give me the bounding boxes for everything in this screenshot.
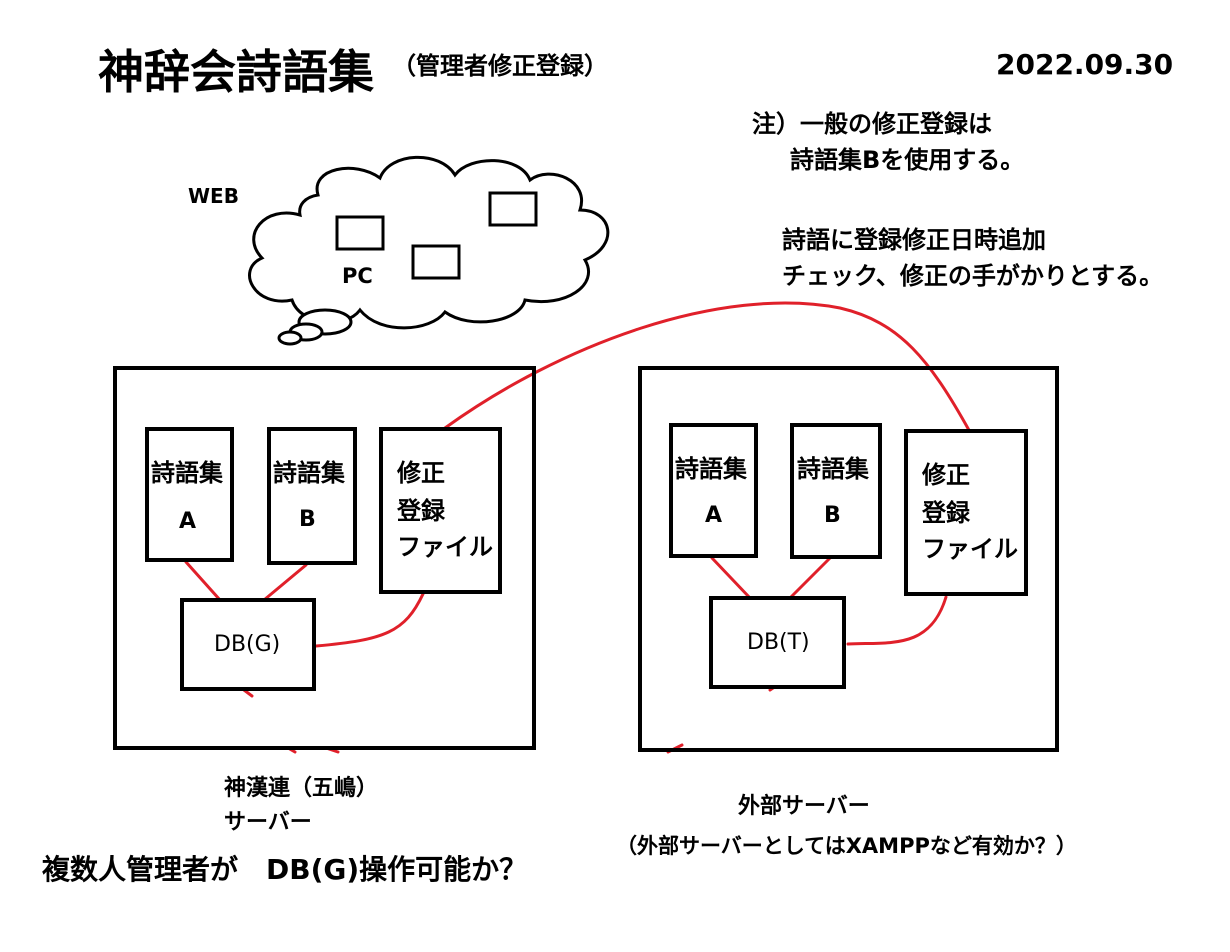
server-t-fix-file-line2: 登録 (922, 499, 970, 527)
link-fix-to-dbt (846, 595, 948, 646)
server-g-shigo-a-line2: A (179, 509, 197, 534)
server-t-fix-file-line1: 修正 (922, 461, 970, 489)
server-g-fix-file: 修正 登録 ファイル (379, 427, 502, 594)
server-g-caption-1: 神漢連（五嶋） (224, 776, 379, 801)
server-t-box (638, 366, 1059, 752)
server-t-db-label: DB(T) (747, 630, 810, 655)
server-t-shigo-b-line2: B (824, 503, 841, 528)
server-g-fix-file-line1: 修正 (397, 459, 445, 487)
page-title: 神辞会詩語集 (98, 45, 374, 99)
server-g-shigo-b-line2: B (299, 507, 316, 532)
server-t-db: DB(T) (709, 596, 846, 689)
link-b-to-dbt (788, 556, 832, 600)
server-t-shigo-b-line1: 詩語集 (797, 455, 869, 483)
link-fix-g-to-fix-t (443, 301, 972, 434)
server-g-shigo-b-line1: 詩語集 (273, 459, 345, 487)
pc-screen-icon-1 (335, 215, 385, 251)
server-g-db: DB(G) (180, 598, 316, 691)
server-t-caption-2: （外部サーバーとしてはXAMPPなど有効か？） (616, 834, 1077, 858)
server-t-fix-file: 修正 登録 ファイル (904, 429, 1028, 596)
server-t-caption-1: 外部サーバー (738, 794, 870, 819)
server-t-fix-file-line3: ファイル (922, 535, 1018, 563)
server-g-fix-file-line2: 登録 (397, 497, 445, 525)
note-line-2: 詩語集Bを使用する。 (790, 146, 1025, 174)
pc-screen-icon-2 (488, 191, 538, 227)
stub-dbg-bottom (242, 688, 254, 698)
server-g-shigo-a-line1: 詩語集 (151, 459, 223, 487)
server-t-shigo-a-line1: 詩語集 (675, 455, 747, 483)
server-g-shigo-b: 詩語集 B (267, 427, 357, 565)
web-label: WEB (188, 184, 239, 208)
pc-label: PC (342, 264, 373, 288)
footer-question: 複数人管理者が DB(G)操作可能か？ (42, 853, 528, 886)
date-label: 2022.09.30 (996, 48, 1174, 81)
server-g-box (113, 366, 536, 750)
note-line-3: 詩語に登録修正日時追加 (782, 226, 1046, 254)
server-g-shigo-a: 詩語集 A (145, 427, 234, 562)
link-a-to-dbg (184, 560, 222, 602)
pc-screen-icon-3 (411, 244, 461, 280)
server-g-fix-file-line3: ファイル (397, 533, 493, 561)
note-line-4: チェック、修正の手がかりとする。 (782, 262, 1164, 290)
link-fix-to-dbg (314, 592, 425, 648)
server-t-shigo-a: 詩語集 A (669, 423, 758, 558)
note-line-1: 注）一般の修正登録は (752, 110, 992, 138)
server-g-caption-2: サーバー (224, 810, 312, 835)
page-subtitle: （管理者修正登録） (392, 52, 608, 80)
server-g-db-label: DB(G) (214, 632, 281, 657)
link-a-to-dbt (710, 556, 752, 600)
server-t-shigo-b: 詩語集 B (790, 423, 882, 559)
server-t-shigo-a-line2: A (705, 503, 723, 528)
link-b-to-dbg (262, 563, 308, 602)
